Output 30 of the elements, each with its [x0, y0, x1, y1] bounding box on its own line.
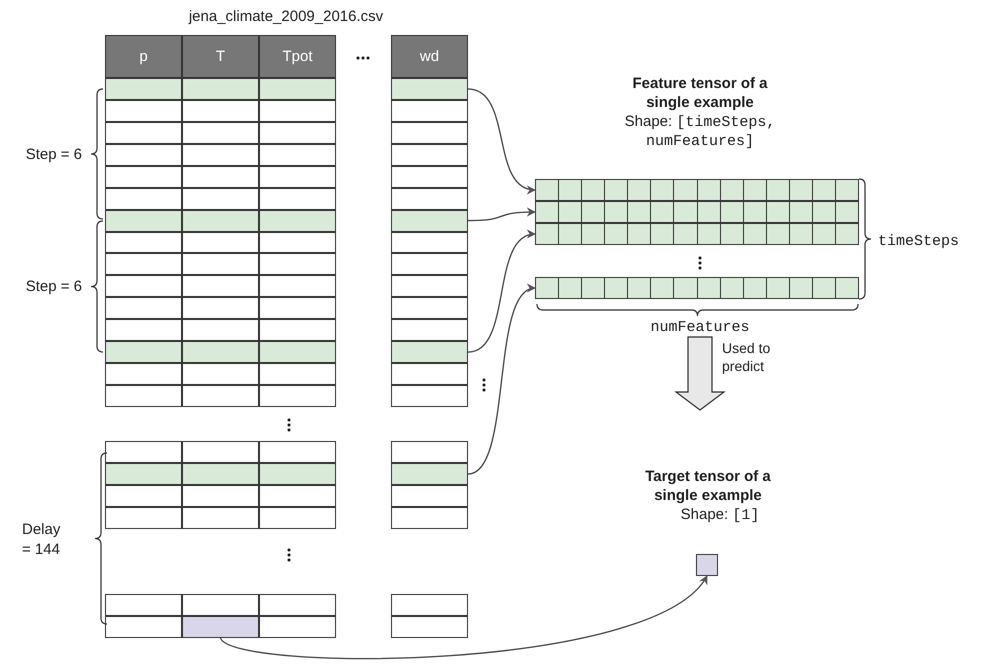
target-cell	[696, 554, 718, 576]
column-header: Tpot	[259, 35, 336, 78]
column-header: p	[105, 35, 182, 78]
step-label: Step = 6	[24, 145, 82, 164]
arrow	[468, 208, 536, 222]
block-arrow	[674, 336, 726, 411]
tensor-row	[535, 201, 859, 223]
arrow	[220, 575, 708, 660]
dimension-label: timeSteps	[878, 232, 960, 252]
highlighted-cell	[391, 78, 468, 100]
step-label: Step = 6	[24, 277, 82, 296]
column-header: wd	[391, 35, 468, 78]
highlighted-cell	[391, 463, 468, 485]
arrow	[468, 231, 536, 353]
tensor-title: Target tensor of a single example	[644, 468, 772, 506]
tensor-row	[535, 277, 859, 299]
tensor-row	[535, 179, 859, 201]
shape-label: Shape: [1]	[680, 506, 760, 526]
tensor-title: Feature tensor of a single example	[631, 75, 769, 112]
dimension-label: numFeatures	[649, 318, 751, 338]
table-title: jena_climate_2009_2016.csv	[188, 8, 384, 25]
target-cell	[182, 616, 259, 638]
highlighted-cell	[391, 210, 468, 232]
arrow	[468, 286, 536, 475]
arrow	[468, 88, 536, 193]
column-header: T	[182, 35, 259, 78]
shape-label: Shape: [timeSteps, numFeatures]	[624, 112, 776, 152]
highlighted-cell	[391, 341, 468, 364]
tensor-row	[535, 223, 859, 245]
delay-label: Delay = 144	[22, 520, 62, 559]
